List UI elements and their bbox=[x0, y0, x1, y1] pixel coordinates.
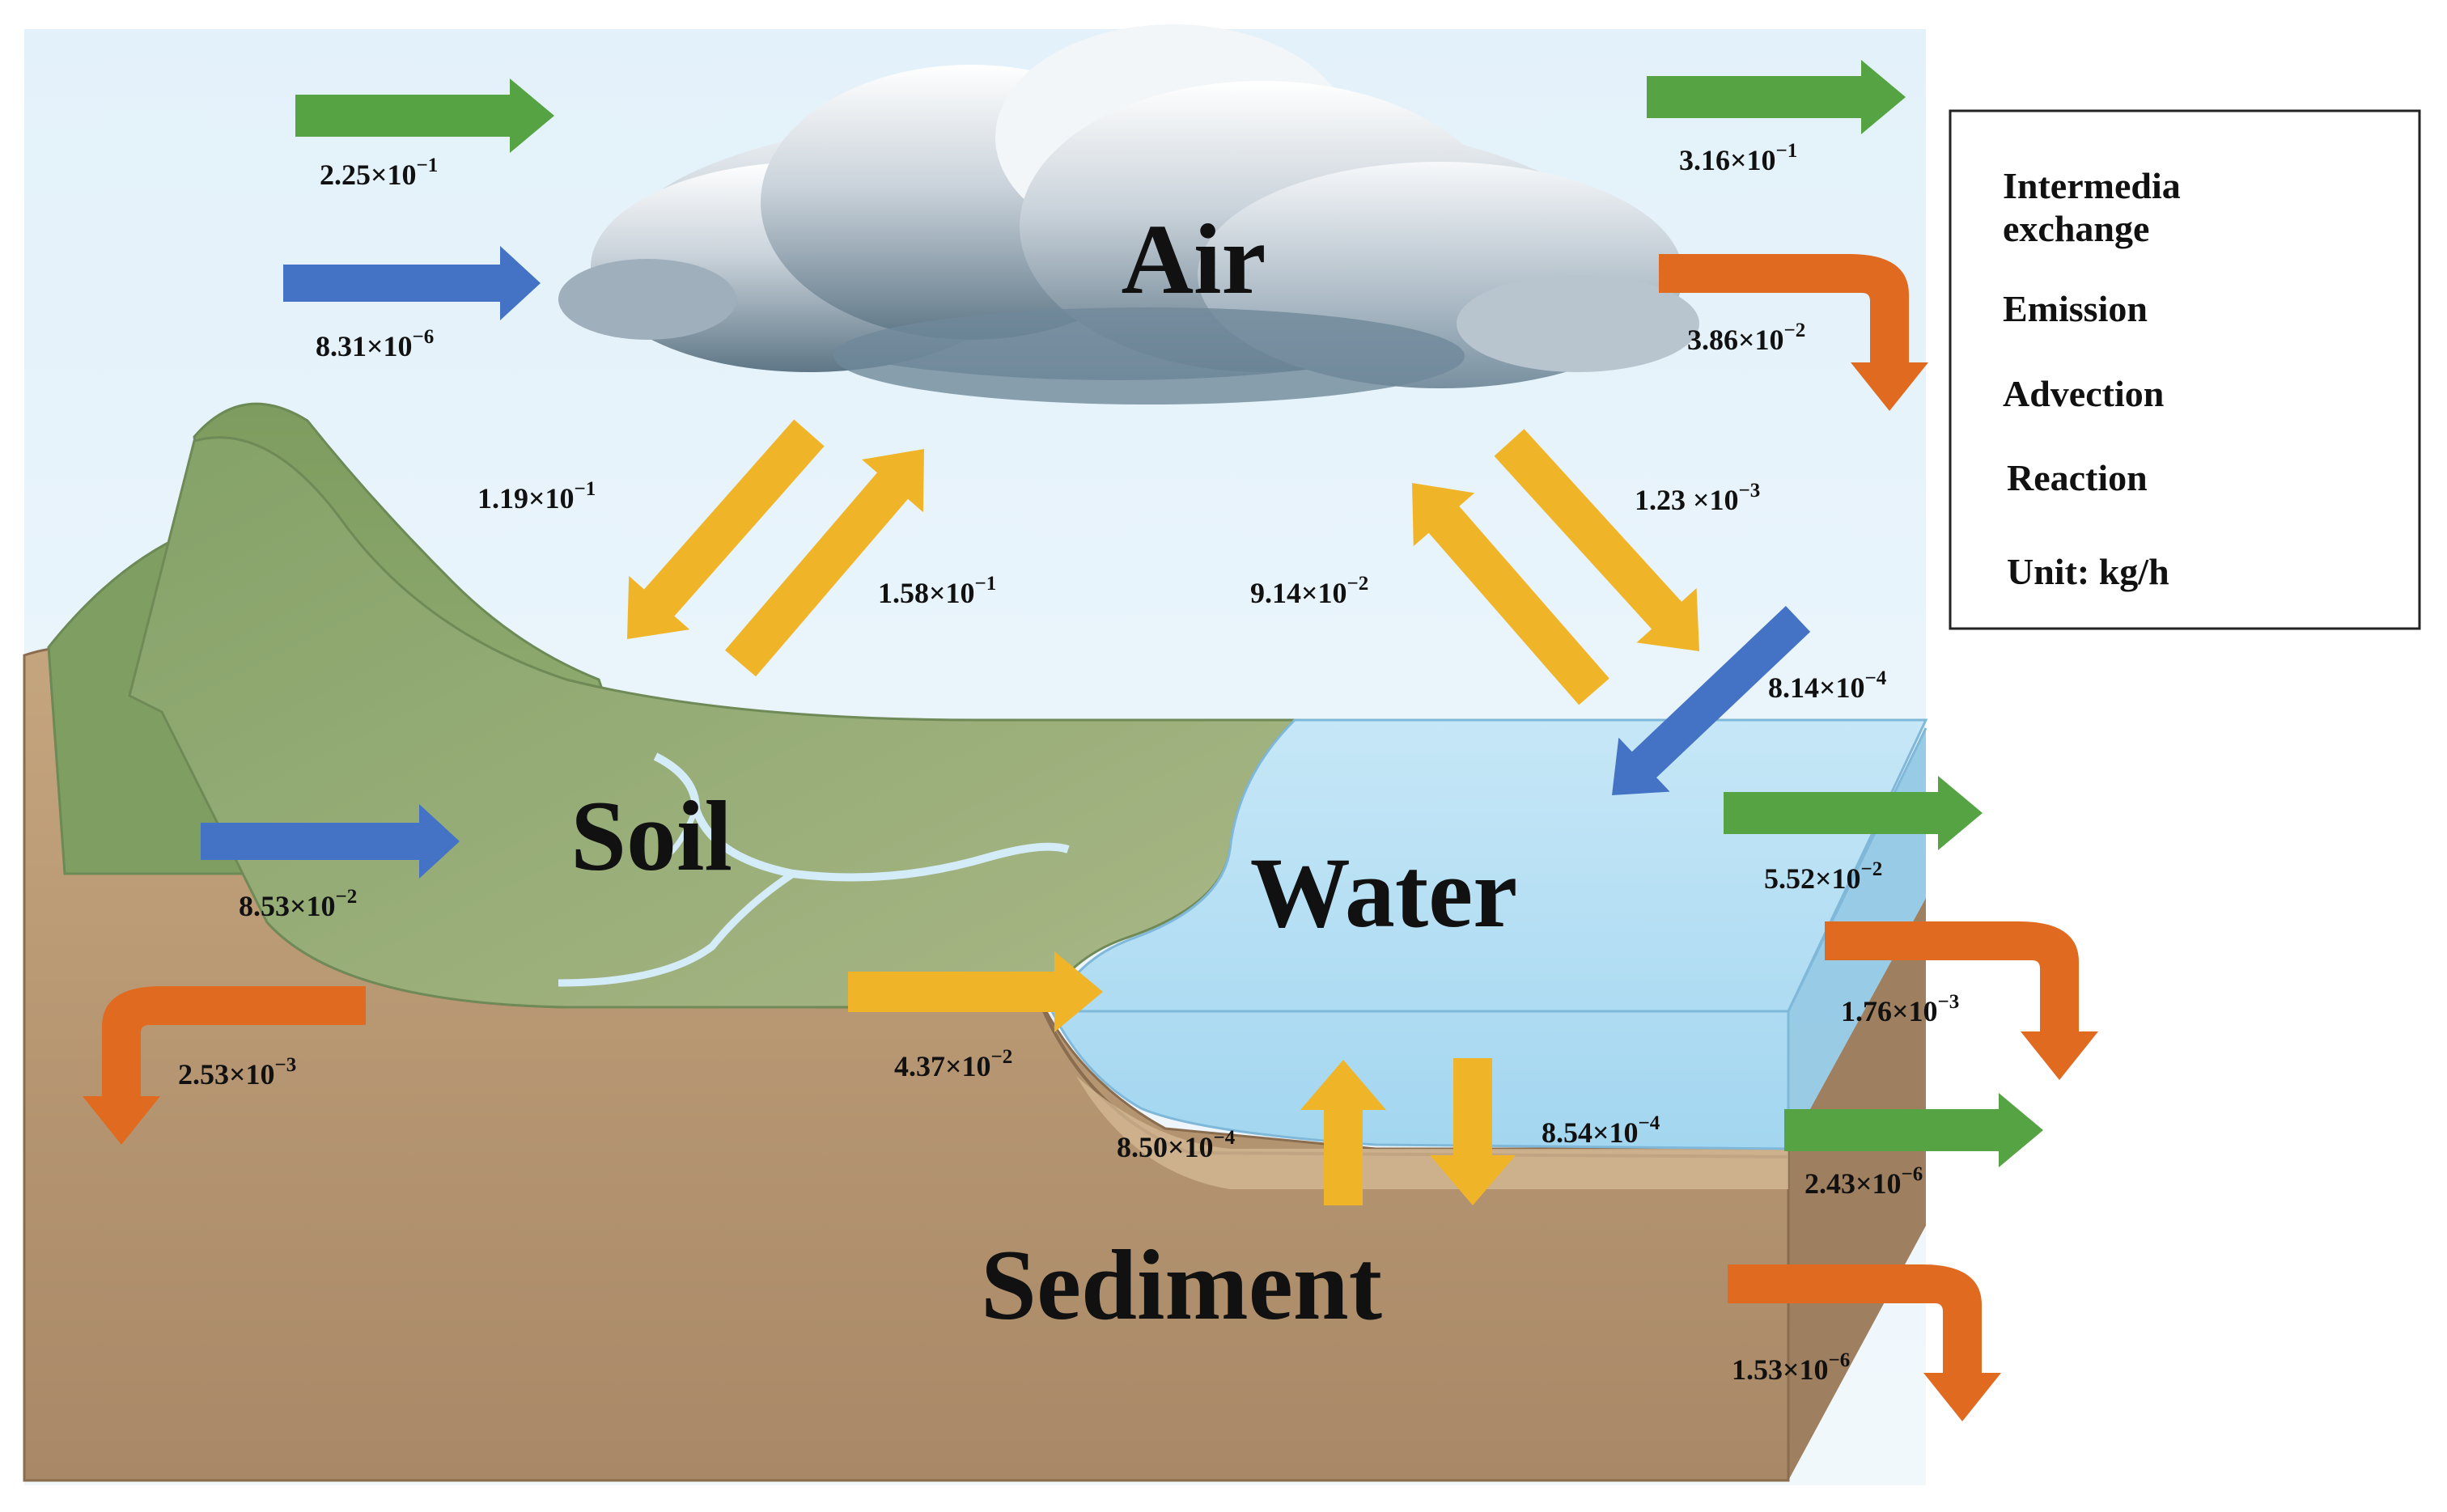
legend-intermedia-label-line1: Intermedia bbox=[2003, 165, 2181, 206]
sediment-side-face bbox=[1788, 898, 1926, 1480]
air-label: Air bbox=[1121, 204, 1266, 315]
flow-label-soil-to-air: 1.58×10−1 bbox=[878, 573, 996, 609]
sediment-advection-out-arrow bbox=[1784, 1093, 2043, 1167]
flow-label-water-to-air: 9.14×10−2 bbox=[1250, 573, 1368, 609]
flow-labels: 2.25×10−1 8.31×10−6 3.16×10−1 3.86×10−2 … bbox=[178, 140, 1959, 1386]
soil-emission-arrow bbox=[201, 804, 460, 879]
flow-label-water-to-sediment: 8.54×10−4 bbox=[1542, 1112, 1660, 1149]
soil-reaction-arrow bbox=[83, 986, 366, 1145]
legend-advection-label: Advection bbox=[2003, 373, 2164, 414]
flow-label-soil-reaction: 2.53×10−3 bbox=[178, 1054, 296, 1091]
flow-label-soil-to-water: 4.37×10−2 bbox=[894, 1046, 1012, 1082]
flow-label-water-advection-out: 5.52×10−2 bbox=[1764, 858, 1882, 895]
legend: Intermedia exchange Emission Advection R… bbox=[1949, 109, 2421, 630]
legend-reaction-label: Reaction bbox=[2007, 457, 2148, 498]
flow-label-water-emission: 8.14×10−4 bbox=[1768, 667, 1887, 704]
flow-label-air-emission: 8.31×10−6 bbox=[316, 326, 434, 362]
river-stream bbox=[653, 752, 1070, 882]
air-to-soil-arrow bbox=[627, 419, 825, 639]
river-branch-2 bbox=[662, 807, 699, 861]
flow-label-water-reaction: 1.76×10−3 bbox=[1841, 991, 1959, 1027]
water-reaction-arrow bbox=[1825, 921, 2098, 1080]
soil-to-water-arrow bbox=[848, 951, 1103, 1032]
flow-label-air-reaction: 3.86×10−2 bbox=[1687, 320, 1805, 356]
water-emission-arrow bbox=[1612, 606, 1811, 795]
water-advection-out-arrow bbox=[1724, 776, 1983, 850]
flow-label-soil-emission: 8.53×10−2 bbox=[239, 886, 357, 922]
legend-box bbox=[1949, 109, 2421, 630]
sediment-to-water-arrow bbox=[1300, 1060, 1386, 1205]
flow-label-sediment-reaction: 1.53×10−6 bbox=[1732, 1349, 1850, 1386]
air-advection-out-arrow bbox=[1647, 60, 1906, 134]
flow-label-air-advection-in: 2.25×10−1 bbox=[320, 155, 438, 191]
water-to-air-arrow bbox=[1412, 483, 1609, 705]
air-to-water-arrow bbox=[1494, 429, 1699, 651]
sediment-label: Sediment bbox=[981, 1230, 1382, 1340]
air-advection-in-arrow bbox=[295, 78, 554, 153]
sediment-light-band bbox=[1076, 1076, 1788, 1189]
air-emission-arrow bbox=[283, 246, 541, 320]
flow-label-air-to-water: 1.23 ×10−3 bbox=[1635, 480, 1760, 516]
legend-unit-label: Unit: kg/h bbox=[2007, 551, 2169, 592]
cloud bbox=[558, 24, 1699, 404]
water-to-sediment-arrow bbox=[1430, 1058, 1516, 1205]
legend-emission-label: Emission bbox=[2003, 288, 2148, 329]
soil-label: Soil bbox=[570, 781, 732, 892]
soil-to-air-arrow bbox=[725, 449, 924, 677]
flow-label-air-advection-out: 3.16×10−1 bbox=[1679, 140, 1797, 176]
legend-intermedia-label-line2: exchange bbox=[2003, 208, 2149, 249]
flow-label-sediment-to-water: 8.50×10−4 bbox=[1117, 1127, 1236, 1163]
flow-label-sediment-advection-out: 2.43×10−6 bbox=[1805, 1163, 1923, 1200]
flow-label-air-to-soil: 1.19×10−1 bbox=[477, 478, 596, 515]
water-label: Water bbox=[1250, 837, 1518, 948]
air-reaction-arrow bbox=[1659, 254, 1928, 411]
river-branch bbox=[558, 870, 795, 987]
sediment-reaction-arrow bbox=[1728, 1264, 2001, 1421]
